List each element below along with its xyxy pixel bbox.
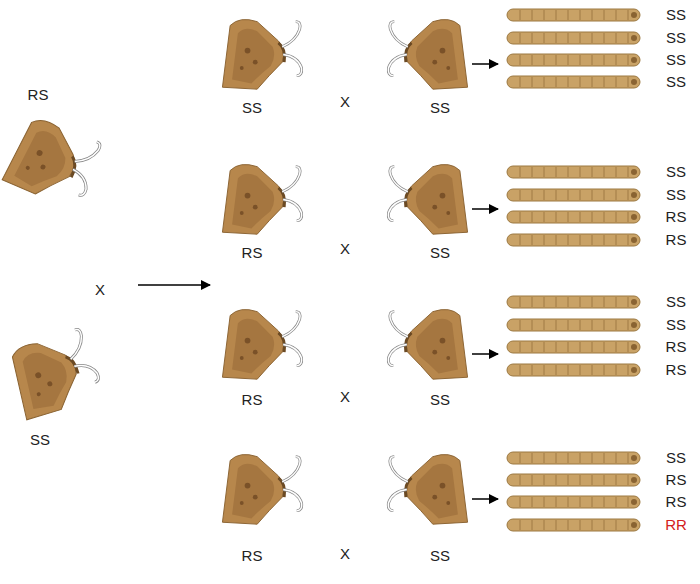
offspring-genotype: SS [666,74,686,91]
parent-genotype: SS [430,548,450,565]
offspring-genotype: SS [666,450,686,467]
offspring-genotype: RS [666,472,687,489]
offspring-genotype: RS [666,339,687,356]
offspring-genotype: RS [666,232,687,249]
offspring-genotype: SS [666,187,686,204]
offspring-genotype: SS [666,317,686,334]
cross-sign: X [95,282,105,299]
offspring-genotype: SS [666,7,686,24]
parent-genotype: SS [430,100,450,117]
offspring-genotype: RS [666,209,687,226]
offspring-genotype: RS [666,494,687,511]
offspring-genotype: RS [666,362,687,379]
cross-sign: X [340,241,350,258]
parent-genotype: SS [430,392,450,409]
cross-sign: X [340,94,350,111]
cross-sign: X [340,546,350,563]
offspring-genotype: SS [666,164,686,181]
parent-genotype: RS [28,87,49,104]
parent-genotype: SS [430,245,450,262]
parent-genotype: RS [242,548,263,565]
parent-genotype: RS [242,392,263,409]
offspring-genotype: SS [666,30,686,47]
parent-genotype: SS [242,100,262,117]
offspring-genotype: SS [666,294,686,311]
offspring-genotype: SS [666,52,686,69]
parent-genotype: RS [242,245,263,262]
cross-sign: X [340,389,350,406]
offspring-genotype: RR [665,517,687,534]
parent-genotype: SS [30,432,50,449]
